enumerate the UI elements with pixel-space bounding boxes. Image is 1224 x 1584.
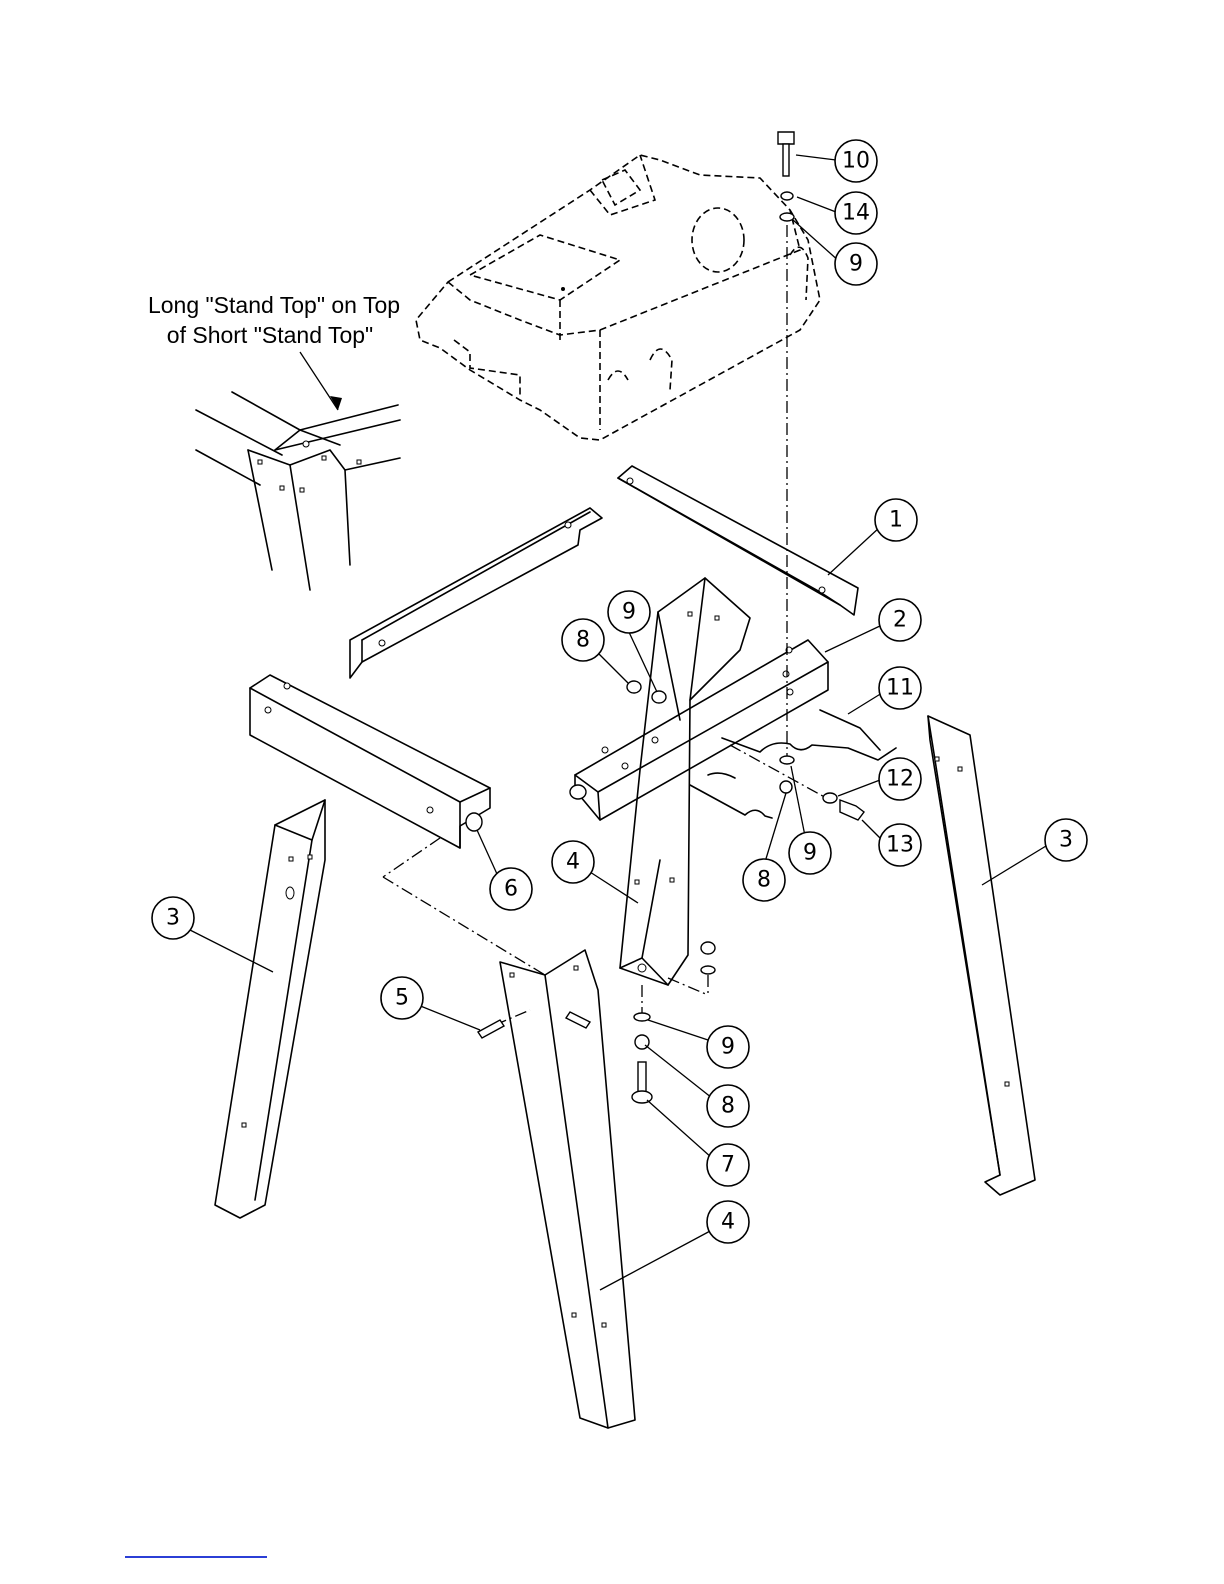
callout-8-mid: 8 (743, 859, 785, 901)
callout-5: 5 (381, 977, 423, 1019)
callout-10-top: 10 (835, 140, 877, 182)
svg-text:10: 10 (842, 149, 870, 174)
callout-11: 11 (879, 667, 921, 709)
svg-text:5: 5 (395, 986, 409, 1011)
callout-4-front: 4 (707, 1201, 749, 1243)
svg-text:7: 7 (721, 1153, 735, 1178)
svg-text:9: 9 (721, 1035, 735, 1060)
part-2-stand-top-left (250, 675, 490, 848)
svg-text:9: 9 (849, 252, 863, 277)
part-4-leg-front (500, 950, 635, 1428)
part-11-bracket (690, 710, 896, 818)
callout-9-top: 9 (835, 243, 877, 285)
callout-13: 13 (879, 824, 921, 866)
callout-9-bottom: 9 (707, 1026, 749, 1068)
callout-9-left: 9 (608, 591, 650, 633)
callout-8-left: 8 (562, 619, 604, 661)
part-1-angle-bracket (618, 466, 858, 615)
saw-body-phantom (416, 155, 820, 440)
part-3-leg-left (215, 800, 325, 1218)
svg-text:9: 9 (622, 600, 636, 625)
svg-text:3: 3 (166, 906, 180, 931)
svg-text:1: 1 (889, 508, 903, 533)
callout-7: 7 (707, 1144, 749, 1186)
svg-text:11: 11 (886, 676, 914, 701)
svg-text:4: 4 (566, 850, 580, 875)
part-1-angle-bracket-left (350, 508, 602, 678)
svg-text:4: 4 (721, 1210, 735, 1235)
callout-2: 2 (879, 599, 921, 641)
callout-3-left: 3 (152, 897, 194, 939)
svg-text:12: 12 (886, 767, 914, 792)
assembly-centerlines (383, 225, 830, 1025)
svg-text:3: 3 (1059, 828, 1073, 853)
hardware (466, 132, 864, 1103)
callout-8-bottom: 8 (707, 1085, 749, 1127)
callout-4-center: 4 (552, 841, 594, 883)
callout-3-right: 3 (1045, 819, 1087, 861)
stand-top-note: Long "Stand Top" on Top of Short "Stand … (148, 292, 400, 410)
svg-text:8: 8 (576, 628, 590, 653)
part-3-leg-right (928, 716, 1035, 1195)
callout-12: 12 (879, 758, 921, 800)
svg-text:13: 13 (886, 833, 914, 858)
part-2-stand-top-right (575, 640, 828, 820)
callout-1: 1 (875, 499, 917, 541)
part-4-leg-center (620, 578, 750, 985)
callout-14-top: 14 (835, 192, 877, 234)
svg-text:9: 9 (803, 841, 817, 866)
svg-text:8: 8 (721, 1094, 735, 1119)
svg-text:6: 6 (504, 877, 518, 902)
note-line-1: Long "Stand Top" on Top (148, 292, 400, 318)
svg-text:8: 8 (757, 868, 771, 893)
footer-link-underline[interactable] (125, 1556, 267, 1558)
inset-stand-top-corner (196, 392, 400, 590)
note-line-2: of Short "Stand Top" (167, 322, 373, 348)
callout-9-mid: 9 (789, 832, 831, 874)
svg-text:14: 14 (842, 201, 870, 226)
svg-text:2: 2 (893, 608, 907, 633)
callout-6: 6 (490, 868, 532, 910)
